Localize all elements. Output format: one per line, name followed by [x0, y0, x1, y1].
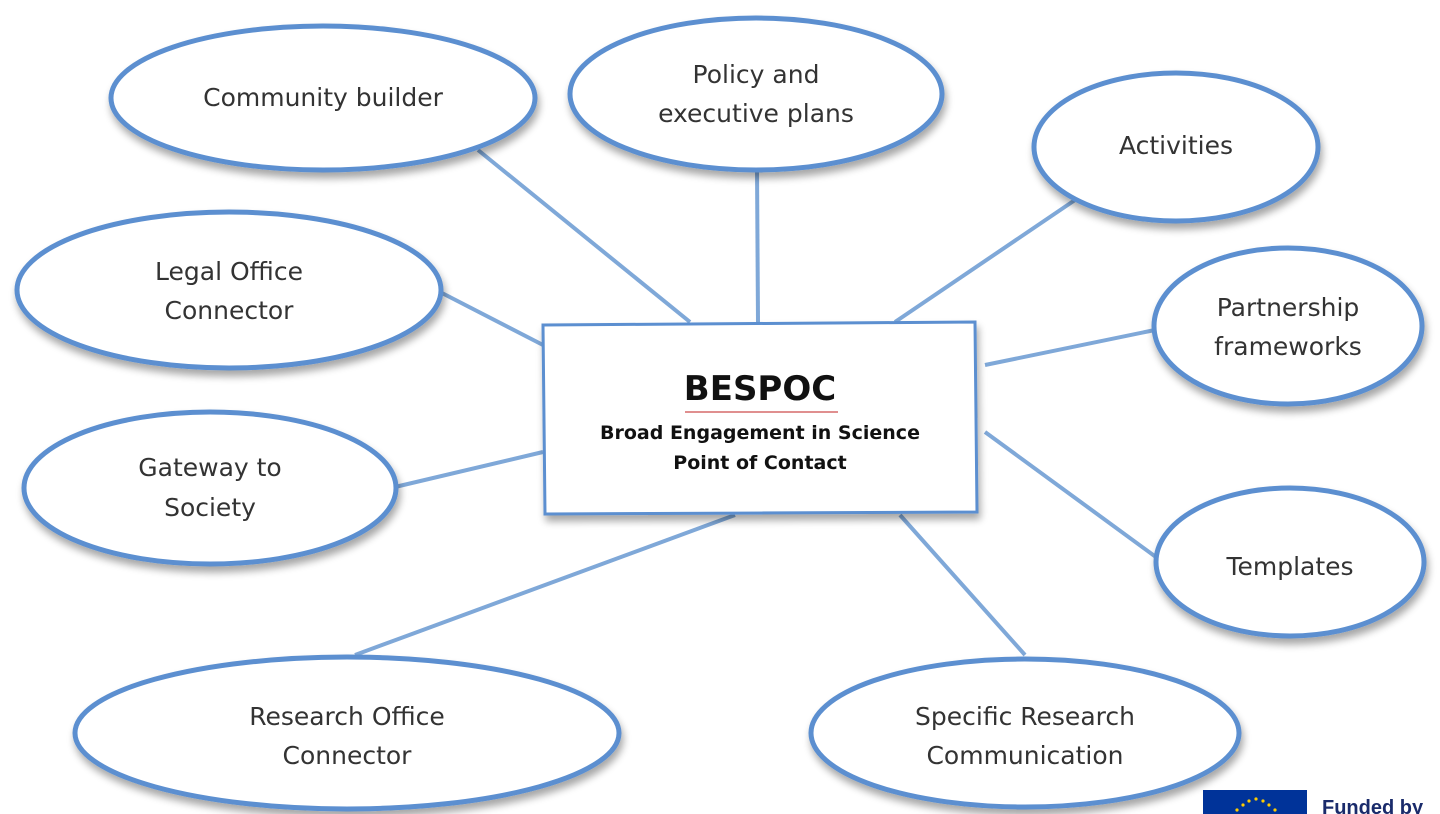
label-legal-line1: Legal Office [155, 257, 303, 286]
label-activities: Activities [1119, 131, 1233, 160]
node-gateway: Gateway to Society [21, 409, 399, 567]
connector-legal [439, 290, 544, 347]
label-community-builder: Community builder [203, 83, 443, 112]
eu-stars [1235, 797, 1277, 812]
center-box: BESPOC Broad Engagement in Science Point… [541, 320, 979, 516]
label-research-line1: Research Office [249, 702, 445, 731]
ellipse-legal-office [14, 209, 444, 371]
ellipse-policy-plans [567, 15, 945, 173]
funding-badge: Funded by [1203, 790, 1424, 814]
label-specific-line2: Communication [926, 741, 1123, 770]
ellipse-specific-research [808, 656, 1242, 810]
node-legal-office: Legal Office Connector [14, 209, 444, 371]
label-specific-line1: Specific Research [915, 702, 1135, 731]
node-templates: Templates [1153, 485, 1427, 639]
node-community-builder: Community builder [108, 23, 538, 173]
center-subtitle-line2: Point of Contact [673, 452, 846, 474]
ellipse-community-builder [108, 23, 538, 173]
center-title: BESPOC [684, 369, 836, 409]
connectors [354, 148, 1162, 657]
label-templates: Templates [1225, 552, 1353, 581]
funded-by-text: Funded by [1322, 797, 1424, 814]
connector-gateway [394, 450, 544, 489]
connector-specific [898, 513, 1027, 657]
node-policy-plans: Policy and executive plans [567, 15, 945, 173]
node-partnership: Partnership frameworks [1151, 245, 1425, 407]
label-gateway-line2: Society [164, 493, 256, 522]
node-research-office: Research Office Connector [72, 654, 622, 812]
node-activities: Activities [1031, 70, 1321, 224]
label-policy-line2: executive plans [658, 99, 854, 128]
ellipse-templates [1153, 485, 1427, 639]
center-box-shape [541, 320, 979, 516]
connector-community [476, 148, 692, 324]
label-research-line2: Connector [283, 741, 413, 770]
connector-policy [755, 167, 760, 323]
connector-research [354, 513, 736, 657]
connector-activities [893, 198, 1077, 324]
ellipse-gateway [21, 409, 399, 567]
eu-flag-icon [1203, 790, 1307, 814]
label-legal-line2: Connector [165, 296, 295, 325]
label-partnership-line2: frameworks [1214, 332, 1362, 361]
ellipse-research-office [72, 654, 622, 812]
connector-partnership [984, 328, 1156, 367]
label-gateway-line1: Gateway to [138, 453, 281, 482]
label-policy-line1: Policy and [693, 60, 820, 89]
connector-templates [983, 430, 1162, 562]
node-specific-research: Specific Research Communication [808, 656, 1242, 810]
ellipse-partnership [1151, 245, 1425, 407]
ellipse-activities [1031, 70, 1321, 224]
center-subtitle-line1: Broad Engagement in Science [600, 422, 920, 444]
label-partnership-line1: Partnership [1217, 293, 1360, 322]
